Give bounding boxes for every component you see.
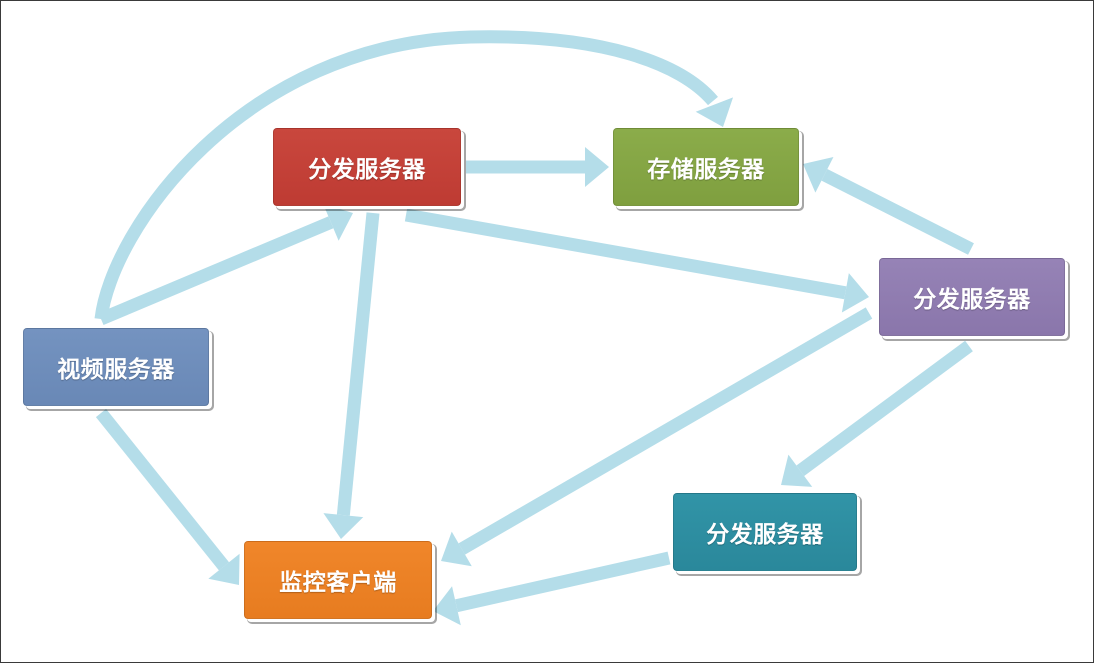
node-dist-bottom: 分发服务器 [673,493,857,571]
arrow-dist-bottom-to-monitor [433,551,671,626]
arrow-dist-top-to-storage [466,147,609,187]
node-monitor-label: 监控客户端 [279,570,397,596]
arrow-dist-right-to-monitor [441,307,873,567]
arrow-dist-right-to-storage [803,156,974,255]
node-dist-bottom-label: 分发服务器 [706,522,824,548]
node-video-label: 视频服务器 [57,357,175,383]
node-video: 视频服务器 [23,328,209,406]
arrow-video-to-monitor [95,408,240,585]
node-storage: 存储服务器 [613,128,799,206]
arrow-dist-right-to-dist-bottom [781,340,973,487]
node-monitor: 监控客户端 [244,541,432,619]
node-dist-top-label: 分发服务器 [308,157,426,183]
node-dist-top: 分发服务器 [273,128,461,206]
arrow-dist-top-to-dist-right [404,208,869,313]
node-dist-right: 分发服务器 [879,258,1065,336]
arrow-video-to-dist-top [98,203,353,325]
arrow-dist-top-to-monitor [323,212,380,539]
arrow-video-to-storage [94,30,734,320]
node-dist-right-label: 分发服务器 [913,287,1031,313]
node-storage-label: 存储服务器 [647,157,765,183]
